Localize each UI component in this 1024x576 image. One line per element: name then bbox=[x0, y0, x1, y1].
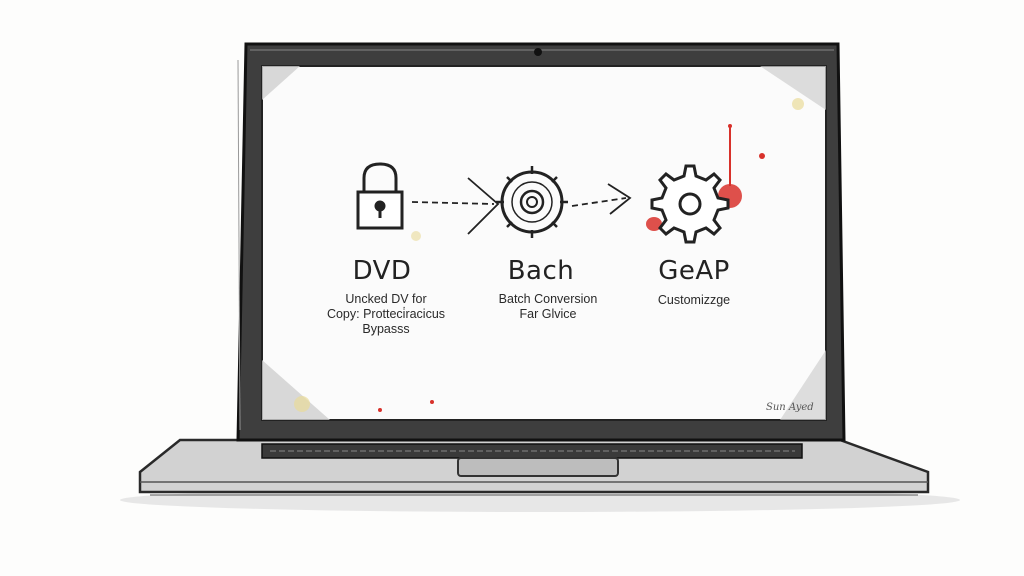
screen bbox=[261, 65, 827, 421]
webcam-icon bbox=[534, 48, 542, 56]
artist-signature: Sun Ayed bbox=[766, 402, 814, 413]
paint-stain bbox=[792, 98, 804, 110]
gear-title: GeAP bbox=[658, 256, 730, 286]
dvd-description: Uncked DV for Copy: Protteci̇racicus Byp… bbox=[276, 292, 496, 337]
gear-description-line: Customizzge bbox=[657, 293, 731, 307]
dvd-description-line: Uncked DV for bbox=[345, 292, 427, 306]
laptop-base bbox=[138, 438, 930, 496]
padlock-icon bbox=[356, 162, 404, 230]
paint-dot bbox=[759, 153, 765, 159]
paint-stain bbox=[411, 231, 421, 241]
batch-description-line: Batch Conversion bbox=[498, 292, 598, 306]
dvd-title: DVD bbox=[352, 256, 412, 286]
batch-title: Bach bbox=[507, 256, 575, 286]
batch-description-line: Far Glvice bbox=[519, 307, 577, 321]
arrow-right-icon bbox=[571, 183, 632, 215]
paint-stain bbox=[294, 396, 310, 412]
arrow-right-icon bbox=[411, 177, 500, 235]
gear-icon bbox=[646, 124, 742, 244]
disc-gear-icon bbox=[496, 166, 568, 238]
gear-description: Customizzge bbox=[584, 293, 804, 308]
trackpad bbox=[457, 457, 619, 477]
dvd-description-line: Copy: Protteci̇racicus bbox=[326, 307, 446, 321]
paint-dot bbox=[430, 400, 434, 404]
paint-dot bbox=[378, 408, 382, 412]
dvd-description-line: Bypasss bbox=[362, 322, 410, 336]
batch-description: Batch Conversion Far Glvice bbox=[438, 292, 658, 322]
laptop-shadow bbox=[120, 488, 960, 512]
